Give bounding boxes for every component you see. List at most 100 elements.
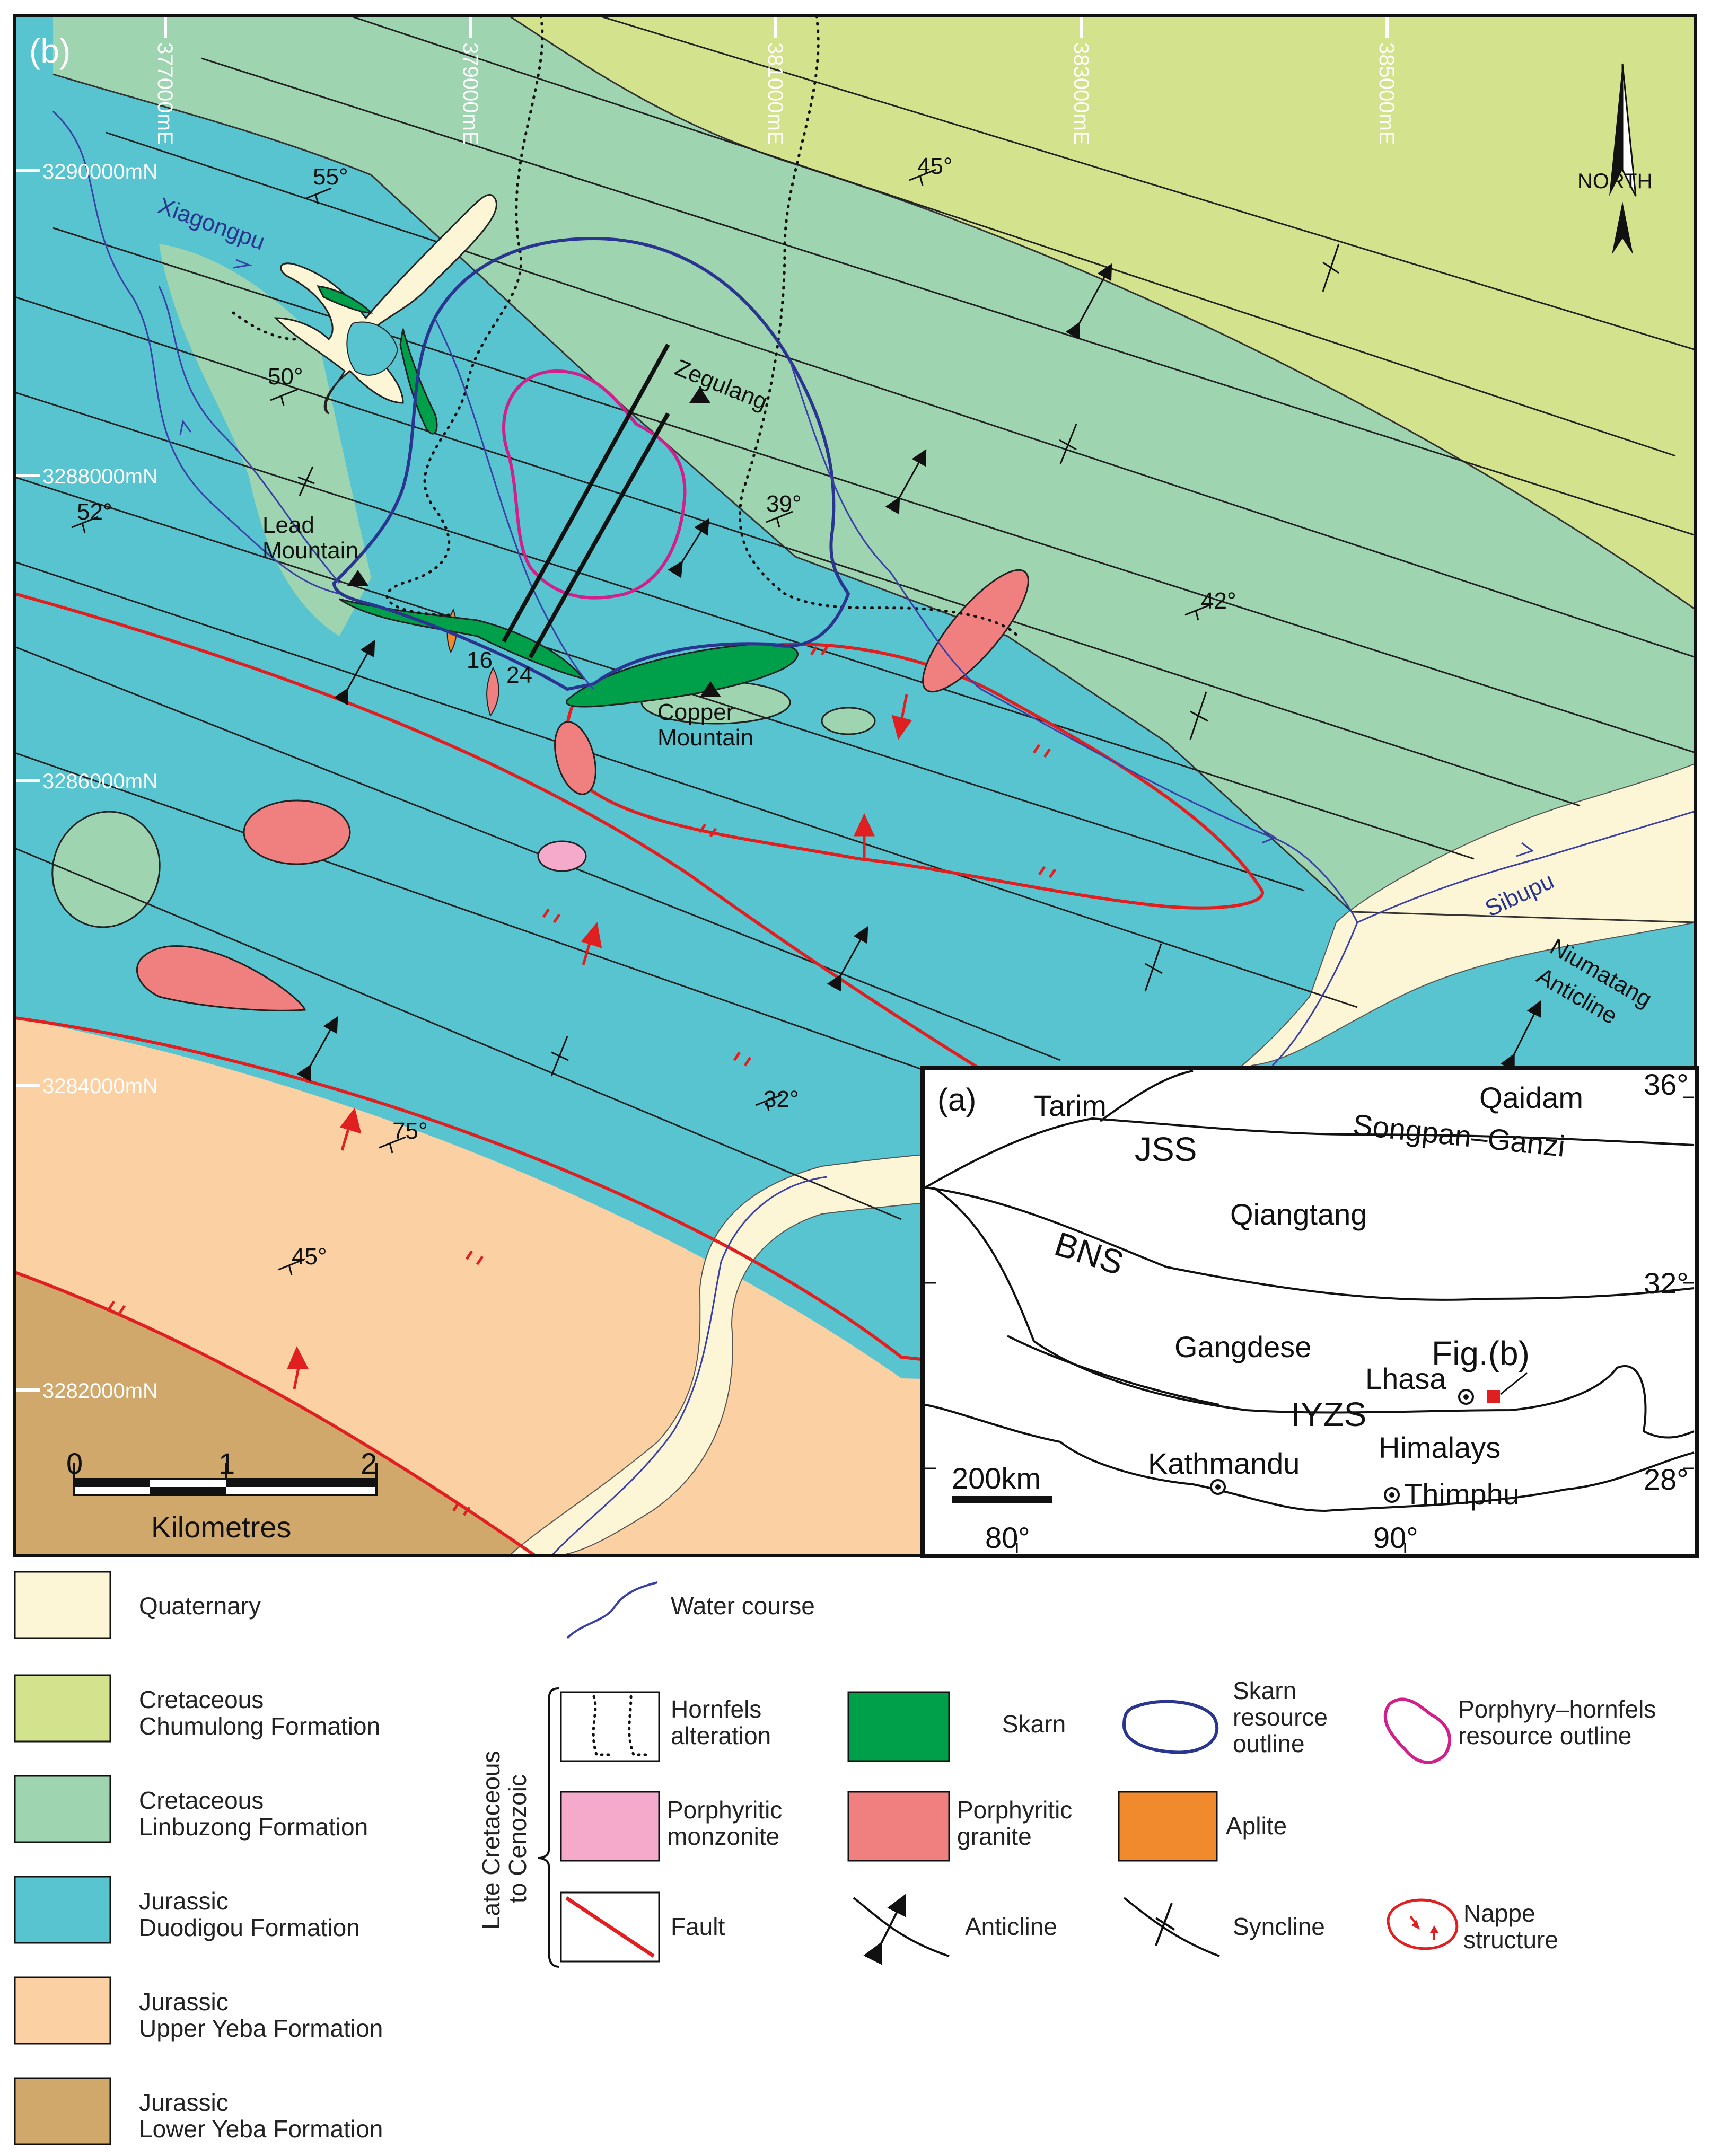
legend-chumulong-2: Chumulong Formation: [139, 1712, 380, 1740]
legend-hornfels-1: Hornfels: [671, 1695, 761, 1723]
chumulong-formation: [509, 16, 1696, 610]
legend-porphyry-outline-1: Porphyry–hornfels: [1458, 1695, 1656, 1723]
swatch-syncline-icon: [1123, 1897, 1220, 1957]
nappe-outline: [565, 642, 1265, 910]
inset-lat-36: 36°: [1644, 1068, 1689, 1101]
dip-45-north: 45°: [917, 153, 953, 179]
section-24-label: 24: [506, 662, 532, 688]
easting-377000: 377000mE: [153, 42, 177, 145]
scale-bar: [73, 1463, 378, 1496]
swatch-hornfels: [560, 1691, 660, 1762]
copper-mountain-label-1: Copper: [657, 699, 734, 725]
legend-skarn-outline-1: Skarn: [1233, 1677, 1296, 1704]
dip-39: 39°: [766, 491, 802, 517]
northing-3284000: 3284000mN: [42, 1075, 158, 1098]
legend-nappe-2: structure: [1463, 1926, 1558, 1953]
swatch-anticline-icon: [853, 1894, 950, 1965]
zegulang-peak: [689, 387, 710, 403]
legend-upper-yeba-1: Jurassic: [139, 1988, 229, 2016]
inset-location-map: [920, 1066, 1699, 1558]
hornfels-alteration: [232, 16, 1020, 638]
section-16-label: 16: [467, 647, 493, 673]
inset-iyzs: IYZS: [1291, 1395, 1366, 1433]
inset-gangdese: Gangdese: [1174, 1330, 1311, 1363]
legend-linbuzong-2: Linbuzong Formation: [139, 1813, 368, 1841]
north-arrow-icon: [1609, 63, 1637, 254]
dip-55: 55°: [313, 164, 348, 190]
swatch-monzonite: [560, 1791, 660, 1862]
inset-fig-ref: Fig.(b): [1432, 1334, 1530, 1372]
legend-lower-yeba-1: Jurassic: [139, 2089, 229, 2116]
inset-himalays: Himalays: [1379, 1431, 1501, 1464]
swatch-porphyry-outline-icon: [1383, 1697, 1451, 1764]
swatch-upper-yeba: [14, 1976, 111, 2045]
dip-32: 32°: [764, 1086, 799, 1112]
boundary-chumulong-linbuzong: [508, 16, 1696, 611]
lead-mountain-peak: [347, 570, 368, 586]
inset-scale: 200km: [952, 1462, 1041, 1495]
legend-group-label-2: to Cenozoic: [504, 1774, 531, 1903]
inset-lon-80: 80°: [985, 1521, 1030, 1554]
legend-quaternary: Quaternary: [139, 1592, 261, 1620]
legend-duodigou-1: Jurassic: [139, 1887, 229, 1915]
inset-tarim: Tarim: [1034, 1089, 1107, 1122]
dip-42: 42°: [1201, 588, 1236, 614]
porphyritic-granite-copper: [554, 721, 596, 795]
legend-fault: Fault: [671, 1913, 725, 1940]
swatch-lower-yeba: [14, 2077, 111, 2145]
legend-linbuzong-1: Cretaceous: [139, 1787, 264, 1814]
legend-porphyry-outline-2: resource outline: [1458, 1722, 1631, 1749]
fault-teeth: [107, 646, 1057, 1516]
legend-granite-2: granite: [957, 1823, 1032, 1850]
easting-383000: 383000mE: [1069, 42, 1093, 145]
dip-52: 52°: [77, 499, 112, 525]
swatch-aplite: [1118, 1791, 1218, 1862]
copper-mountain-peak: [700, 681, 721, 697]
inset-jss: JSS: [1135, 1130, 1197, 1168]
main-map-frame: [13, 14, 1697, 1557]
cross-section-lines: [502, 344, 670, 658]
easting-379000: 379000mE: [459, 42, 482, 145]
inset-lat-28: 28°: [1644, 1463, 1689, 1496]
swatch-quaternary: [14, 1571, 111, 1639]
inset-lon-90: 90°: [1373, 1521, 1418, 1554]
legend-water-course: Water course: [671, 1592, 815, 1620]
legend-syncline: Syncline: [1233, 1913, 1325, 1940]
swatch-granite: [847, 1791, 950, 1862]
north-label: NORTH: [1577, 170, 1652, 193]
inset-lhasa: Lhasa: [1365, 1362, 1446, 1395]
inset-kathmandu: Kathmandu: [1148, 1447, 1300, 1480]
legend-nappe-1: Nappe: [1463, 1899, 1535, 1927]
inset-thimphu: Thimphu: [1404, 1477, 1520, 1511]
scale-unit: Kilometres: [151, 1510, 292, 1544]
dip-45-south: 45°: [292, 1244, 327, 1270]
lead-mountain-label-2: Mountain: [262, 538, 358, 564]
northing-3282000: 3282000mN: [42, 1379, 158, 1403]
legend-bracket: [538, 1687, 560, 1968]
swatch-duodigou: [14, 1876, 111, 1944]
legend-aplite: Aplite: [1226, 1812, 1287, 1840]
scale-tick-0: 0: [66, 1447, 83, 1480]
legend-group-label-1: Late Cretaceous: [477, 1750, 505, 1930]
swatch-water-course-icon: [566, 1581, 658, 1639]
lead-mountain-label-1: Lead: [262, 512, 314, 538]
legend-skarn-outline-3: outline: [1233, 1730, 1305, 1757]
swatch-skarn: [847, 1691, 950, 1762]
northing-3288000: 3288000mN: [42, 465, 158, 488]
legend-chumulong-1: Cretaceous: [139, 1686, 264, 1713]
nappe-arrows: [287, 694, 912, 1389]
swatch-nappe-icon: [1387, 1898, 1459, 1950]
legend: [14, 1571, 1459, 2145]
skarn-resource-outline: [332, 236, 850, 691]
water-flow-arrows: [179, 259, 1534, 857]
porphyritic-granite-dyke: [486, 666, 499, 717]
dip-symbols: [71, 169, 1212, 1275]
porphyritic-monzonite: [537, 840, 587, 872]
inset-qiangtang: Qiangtang: [1230, 1198, 1367, 1231]
swatch-linbuzong: [14, 1775, 111, 1843]
porphyritic-granite-w2: [136, 945, 306, 1011]
legend-skarn: Skarn: [1002, 1710, 1066, 1738]
duodigou-patch: [346, 321, 399, 376]
porphyry-hornfels-outline: [502, 369, 687, 600]
